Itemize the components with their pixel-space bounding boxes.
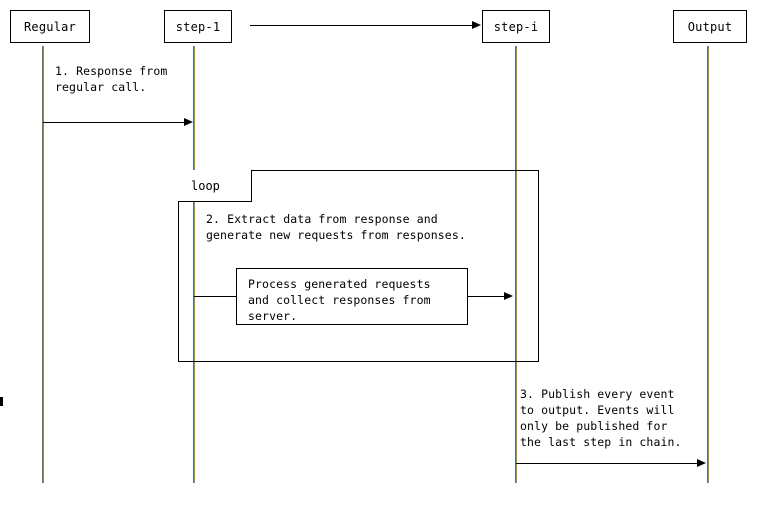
message-action-arrow-head xyxy=(504,292,513,300)
process-requests-note[interactable]: Process generated requests and collect r… xyxy=(236,268,468,325)
message-chain-arrow-line xyxy=(250,25,474,26)
message-1-arrow-head xyxy=(184,118,193,126)
participant-output-label: Output xyxy=(687,19,733,34)
message-chain-arrow-head xyxy=(472,21,481,29)
participant-regular-label: Regular xyxy=(24,19,76,34)
message-3-arrow-head xyxy=(697,459,706,467)
message-2-label: 2. Extract data from response and genera… xyxy=(206,212,466,242)
participant-output[interactable]: Output xyxy=(673,10,747,43)
message-1-line xyxy=(43,122,185,123)
loop-fragment-operator-label: loop xyxy=(191,178,220,193)
message-1-label: 1. Response from regular call. xyxy=(55,64,168,94)
loop-fragment[interactable] xyxy=(178,170,539,362)
message-action-line-right xyxy=(468,296,506,297)
participant-step-1[interactable]: step-1 xyxy=(164,10,232,43)
participant-step-i[interactable]: step-i xyxy=(482,10,550,43)
participant-step-i-label: step-i xyxy=(493,19,539,34)
canvas-edge-artifact xyxy=(0,397,3,406)
message-action-line-left xyxy=(194,296,236,297)
lifeline-output xyxy=(707,46,709,483)
message-3-label: 3. Publish every event to output. Events… xyxy=(520,387,682,449)
lifeline-step-1 xyxy=(193,46,195,483)
lifeline-regular xyxy=(42,46,44,483)
participant-regular[interactable]: Regular xyxy=(10,10,90,43)
message-3-line xyxy=(516,463,699,464)
lifeline-step-i xyxy=(515,46,517,483)
participant-step-1-label: step-1 xyxy=(175,19,221,34)
loop-fragment-operator-tab: loop xyxy=(178,170,252,202)
